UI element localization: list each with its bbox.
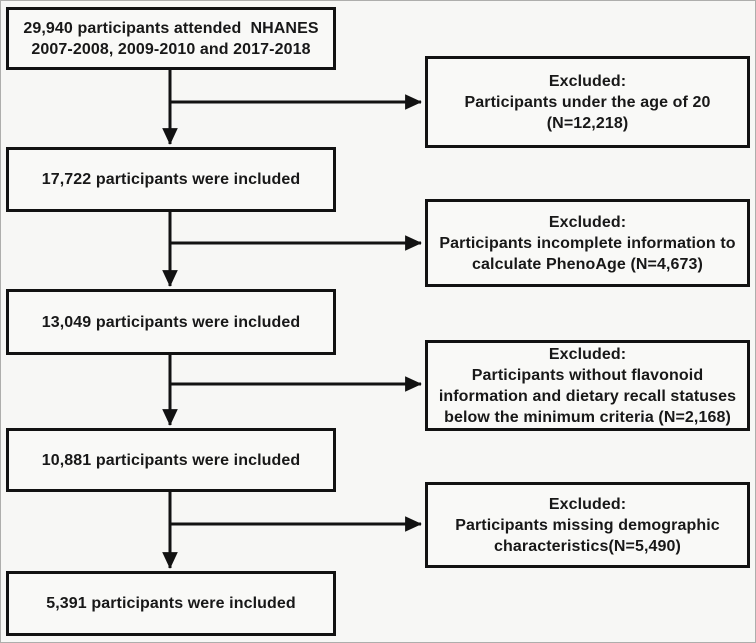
- flow-box-nhanes-attended: 29,940 participants attended NHANES 2007…: [6, 7, 336, 70]
- box-text-line: Participants missing demographic: [455, 516, 720, 534]
- flow-box-included-5391: 5,391 participants were included: [6, 571, 336, 636]
- flow-box-excluded-phenoage-info: Excluded: Participants incomplete inform…: [425, 199, 750, 287]
- box-text-line: Participants without flavonoid: [471, 366, 704, 384]
- box-text-line: Excluded:: [548, 72, 627, 90]
- box-text-line: Excluded:: [548, 495, 627, 513]
- flow-box-excluded-flavonoid-dietary: Excluded: Participants without flavonoid…: [425, 340, 750, 431]
- box-text-line: information and dietary recall statuses: [438, 387, 737, 405]
- box-text-line: calculate PhenoAge (N=4,673): [472, 255, 703, 273]
- box-text-line: 29,940 participants attended NHANES: [23, 19, 319, 37]
- box-text-line: Excluded:: [548, 213, 627, 231]
- flow-box-excluded-demographic: Excluded: Participants missing demograph…: [425, 482, 750, 568]
- box-text-line: Participants incomplete information to: [439, 234, 736, 252]
- box-text-line: 5,391 participants were included: [46, 595, 296, 612]
- box-text-line: (N=12,218): [546, 114, 629, 132]
- box-text-line: Excluded:: [548, 345, 627, 363]
- box-text-line: below the minimum criteria (N=2,168): [444, 408, 731, 426]
- flow-box-included-10881: 10,881 participants were included: [6, 428, 336, 492]
- box-text-line: 2007-2008, 2009-2010 and 2017-2018: [31, 40, 311, 58]
- flow-box-included-17722: 17,722 participants were included: [6, 147, 336, 212]
- box-text-line: 17,722 participants were included: [41, 171, 301, 188]
- box-text-line: 10,881 participants were included: [41, 451, 301, 469]
- box-text-line: Participants under the age of 20: [464, 93, 711, 111]
- box-text-line: 13,049 participants were included: [41, 313, 301, 331]
- flow-box-included-13049: 13,049 participants were included: [6, 289, 336, 355]
- box-text-line: characteristics(N=5,490): [494, 537, 681, 555]
- flow-box-excluded-under-age-20: Excluded: Participants under the age of …: [425, 56, 750, 148]
